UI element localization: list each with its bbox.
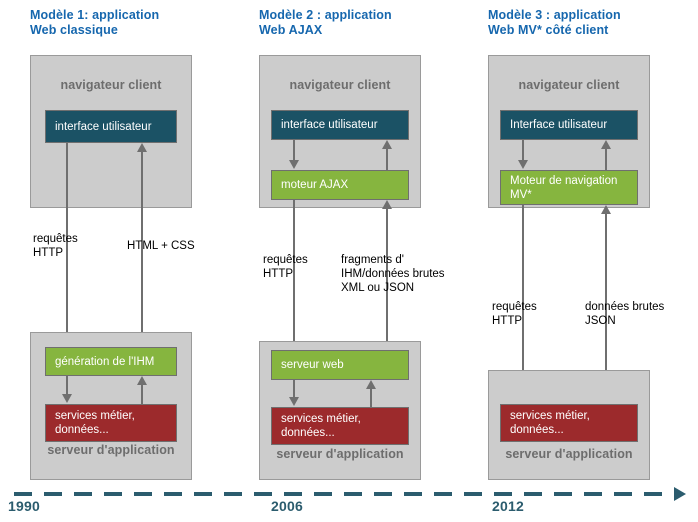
internal-line-down-client-3 [522, 140, 524, 161]
timeline-arrow-icon [674, 487, 686, 501]
flow-line-html-css-1 [141, 152, 143, 360]
internal-arrowhead-up-server-2 [366, 380, 376, 389]
internal-arrowhead-down-client-3 [518, 160, 528, 169]
flow-arrowhead-html-css-1 [137, 143, 147, 152]
client-container-label-3: navigateur client [518, 78, 620, 92]
internal-line-up-1 [141, 385, 143, 404]
internal-arrowhead-down-1 [62, 394, 72, 403]
server-container-label-1: serveur d'application [47, 443, 175, 457]
flow-label-requetes-http-1: requêtes HTTP [33, 233, 78, 259]
flow-label-requetes-http-2: requêtes HTTP [263, 254, 308, 280]
flow-line-requetes-http-3 [522, 205, 524, 405]
internal-arrowhead-down-server-2 [289, 397, 299, 406]
client-container-label-2: navigateur client [289, 78, 391, 92]
internal-line-up-server-2 [370, 389, 372, 408]
flow-label-donnees-brutes-3: données brutes JSON [585, 301, 665, 327]
flow-arrowhead-donnees-brutes-3 [601, 205, 611, 214]
component-interface-utilisateur-3: Interface utilisateur [500, 110, 638, 140]
component-services-metier-3: services métier, données... [500, 404, 638, 442]
component-generation-ihm-1: génération de l'IHM [45, 347, 177, 376]
internal-line-up-client-2 [386, 149, 388, 170]
component-serveur-web-2: serveur web [271, 350, 409, 380]
timeline-axis [14, 492, 674, 496]
flow-label-fragments-2: fragments d' IHM/données brutes XML ou J… [341, 254, 445, 294]
timeline-year-2012: 2012 [492, 498, 524, 514]
flow-label-html-css-1: HTML + CSS [127, 240, 195, 252]
component-interface-utilisateur-2: interface utilisateur [271, 110, 409, 140]
flow-line-requetes-http-1 [66, 143, 68, 358]
component-moteur-ajax-2: moteur AJAX [271, 170, 409, 200]
internal-line-down-1 [66, 376, 68, 395]
internal-arrowhead-up-client-2 [382, 140, 392, 149]
internal-line-down-server-2 [293, 380, 295, 399]
flow-label-requetes-http-3: requêtes HTTP [492, 301, 537, 327]
timeline-year-2006: 2006 [271, 498, 303, 514]
internal-arrowhead-up-1 [137, 376, 147, 385]
internal-line-up-client-3 [605, 149, 607, 170]
column-title-3: Modèle 3 : application Web MV* côté clie… [488, 8, 621, 37]
component-services-metier-2: services métier, données... [271, 407, 409, 445]
column-title-1: Modèle 1: application Web classique [30, 8, 160, 37]
internal-arrowhead-up-client-3 [601, 140, 611, 149]
client-container-label-1: navigateur client [60, 78, 162, 92]
flow-line-fragments-2 [386, 209, 388, 367]
component-services-metier-1: services métier, données... [45, 404, 177, 442]
internal-arrowhead-down-client-2 [289, 160, 299, 169]
flow-line-requetes-http-2 [293, 200, 295, 365]
server-container-label-2: serveur d'application [276, 447, 404, 461]
flow-arrowhead-fragments-2 [382, 200, 392, 209]
timeline-year-1990: 1990 [8, 498, 40, 514]
column-title-2: Modèle 2 : application Web AJAX [259, 8, 392, 37]
component-moteur-navigation-mv-3: Moteur de navigation MV* [500, 170, 638, 205]
component-interface-utilisateur-1: interface utilisateur [45, 110, 177, 143]
server-container-label-3: serveur d'application [505, 447, 633, 461]
internal-line-down-client-2 [293, 140, 295, 161]
flow-line-donnees-brutes-3 [605, 214, 607, 410]
